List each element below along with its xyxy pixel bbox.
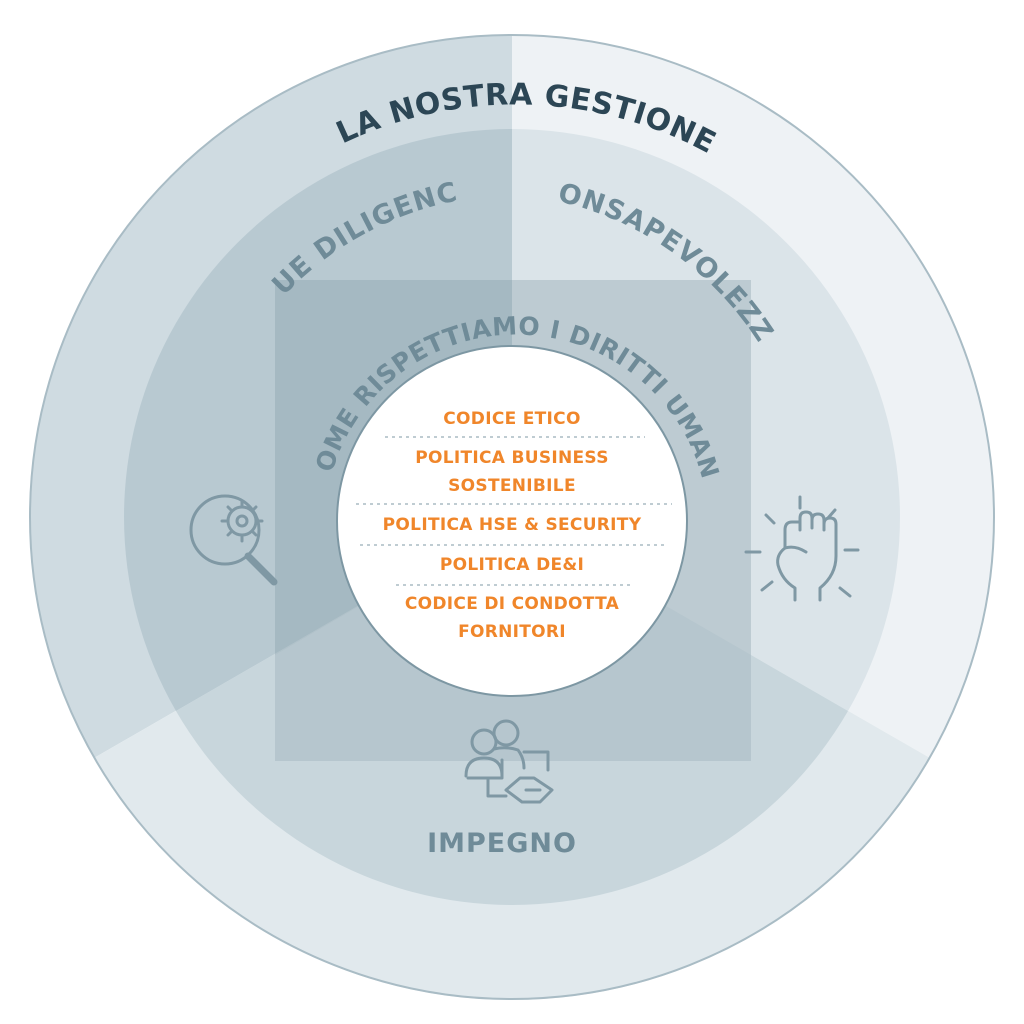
people-handshake-icon bbox=[464, 719, 554, 804]
policy-list: CODICE ETICO POLITICA BUSINESS SOSTENIBI… bbox=[356, 409, 672, 642]
outer-circle-border bbox=[29, 34, 995, 1000]
policy-codice-condotta-line1: CODICE DI CONDOTTA bbox=[405, 594, 620, 614]
section-label-impegno: IMPEGNO bbox=[427, 828, 577, 859]
policy-business-sostenibile-line1: POLITICA BUSINESS bbox=[415, 448, 609, 468]
middle-sector-impegno bbox=[176, 517, 848, 905]
raised-fist-icon bbox=[744, 495, 860, 602]
policy-codice-condotta-line2: FORNITORI bbox=[458, 622, 566, 642]
policy-hse-security: POLITICA HSE & SECURITY bbox=[383, 515, 642, 535]
policy-codice-etico: CODICE ETICO bbox=[443, 409, 580, 429]
magnifier-gear-icon bbox=[189, 494, 278, 586]
policy-dei: POLITICA DE&I bbox=[440, 555, 584, 575]
center-circle bbox=[336, 345, 688, 697]
policy-business-sostenibile-line2: SOSTENIBILE bbox=[448, 476, 576, 496]
